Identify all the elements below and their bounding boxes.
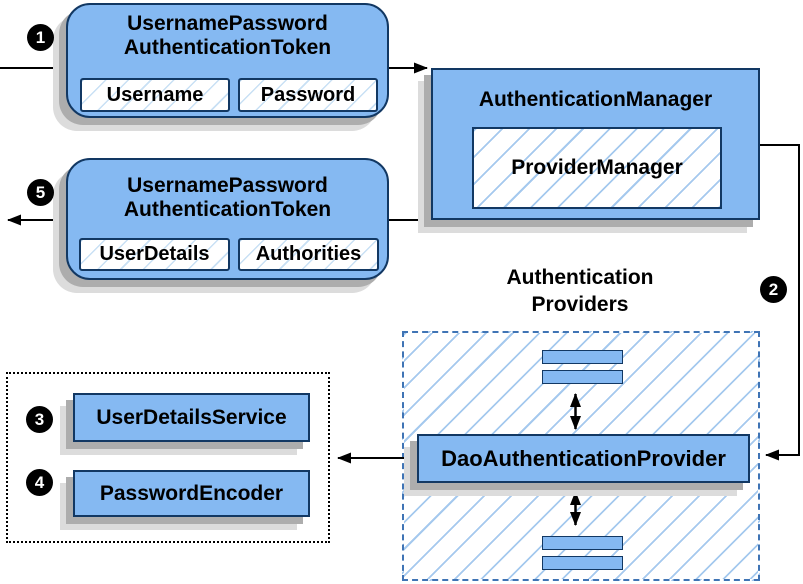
providers-label-line1: Authentication <box>506 266 654 289</box>
field-username: Username <box>80 78 230 112</box>
provider-placeholder-bar-top-1 <box>542 350 623 364</box>
providers-label-line2: Providers <box>531 293 629 316</box>
step-badge-1: 1 <box>27 24 54 51</box>
node-auth-token-request: UsernamePassword AuthenticationToken Use… <box>66 3 389 118</box>
provider-placeholder-bar-bottom-1 <box>542 536 623 550</box>
node-password-encoder: PasswordEncoder <box>73 470 310 517</box>
node-authentication-manager: AuthenticationManager ProviderManager <box>431 68 760 220</box>
node-provider-manager: ProviderManager <box>472 127 722 209</box>
node-user-details-service: UserDetailsService <box>73 393 310 442</box>
field-authorities: Authorities <box>238 238 379 271</box>
token-request-title-line1: UsernamePassword <box>127 12 328 35</box>
provider-placeholder-bar-bottom-2 <box>542 556 623 570</box>
field-user-details: UserDetails <box>79 238 230 271</box>
node-auth-token-response: UsernamePassword AuthenticationToken Use… <box>66 158 389 280</box>
token-response-title-line1: UsernamePassword <box>127 174 328 197</box>
step-badge-3: 3 <box>26 406 53 433</box>
token-request-title: UsernamePassword AuthenticationToken <box>68 12 387 60</box>
step-badge-2: 2 <box>760 276 787 303</box>
provider-placeholder-bar-top-2 <box>542 370 623 384</box>
token-request-title-line2: AuthenticationToken <box>123 36 332 59</box>
node-dao-authentication-provider: DaoAuthenticationProvider <box>417 434 750 483</box>
authentication-manager-title: AuthenticationManager <box>478 88 713 111</box>
step-badge-5: 5 <box>27 179 54 206</box>
field-password: Password <box>238 78 378 112</box>
authentication-providers-label: Authentication Providers <box>466 264 694 318</box>
step-badge-4: 4 <box>26 469 53 496</box>
user-details-group-box <box>6 372 330 543</box>
token-response-title: UsernamePassword AuthenticationToken <box>68 174 387 222</box>
token-response-title-line2: AuthenticationToken <box>123 198 332 221</box>
